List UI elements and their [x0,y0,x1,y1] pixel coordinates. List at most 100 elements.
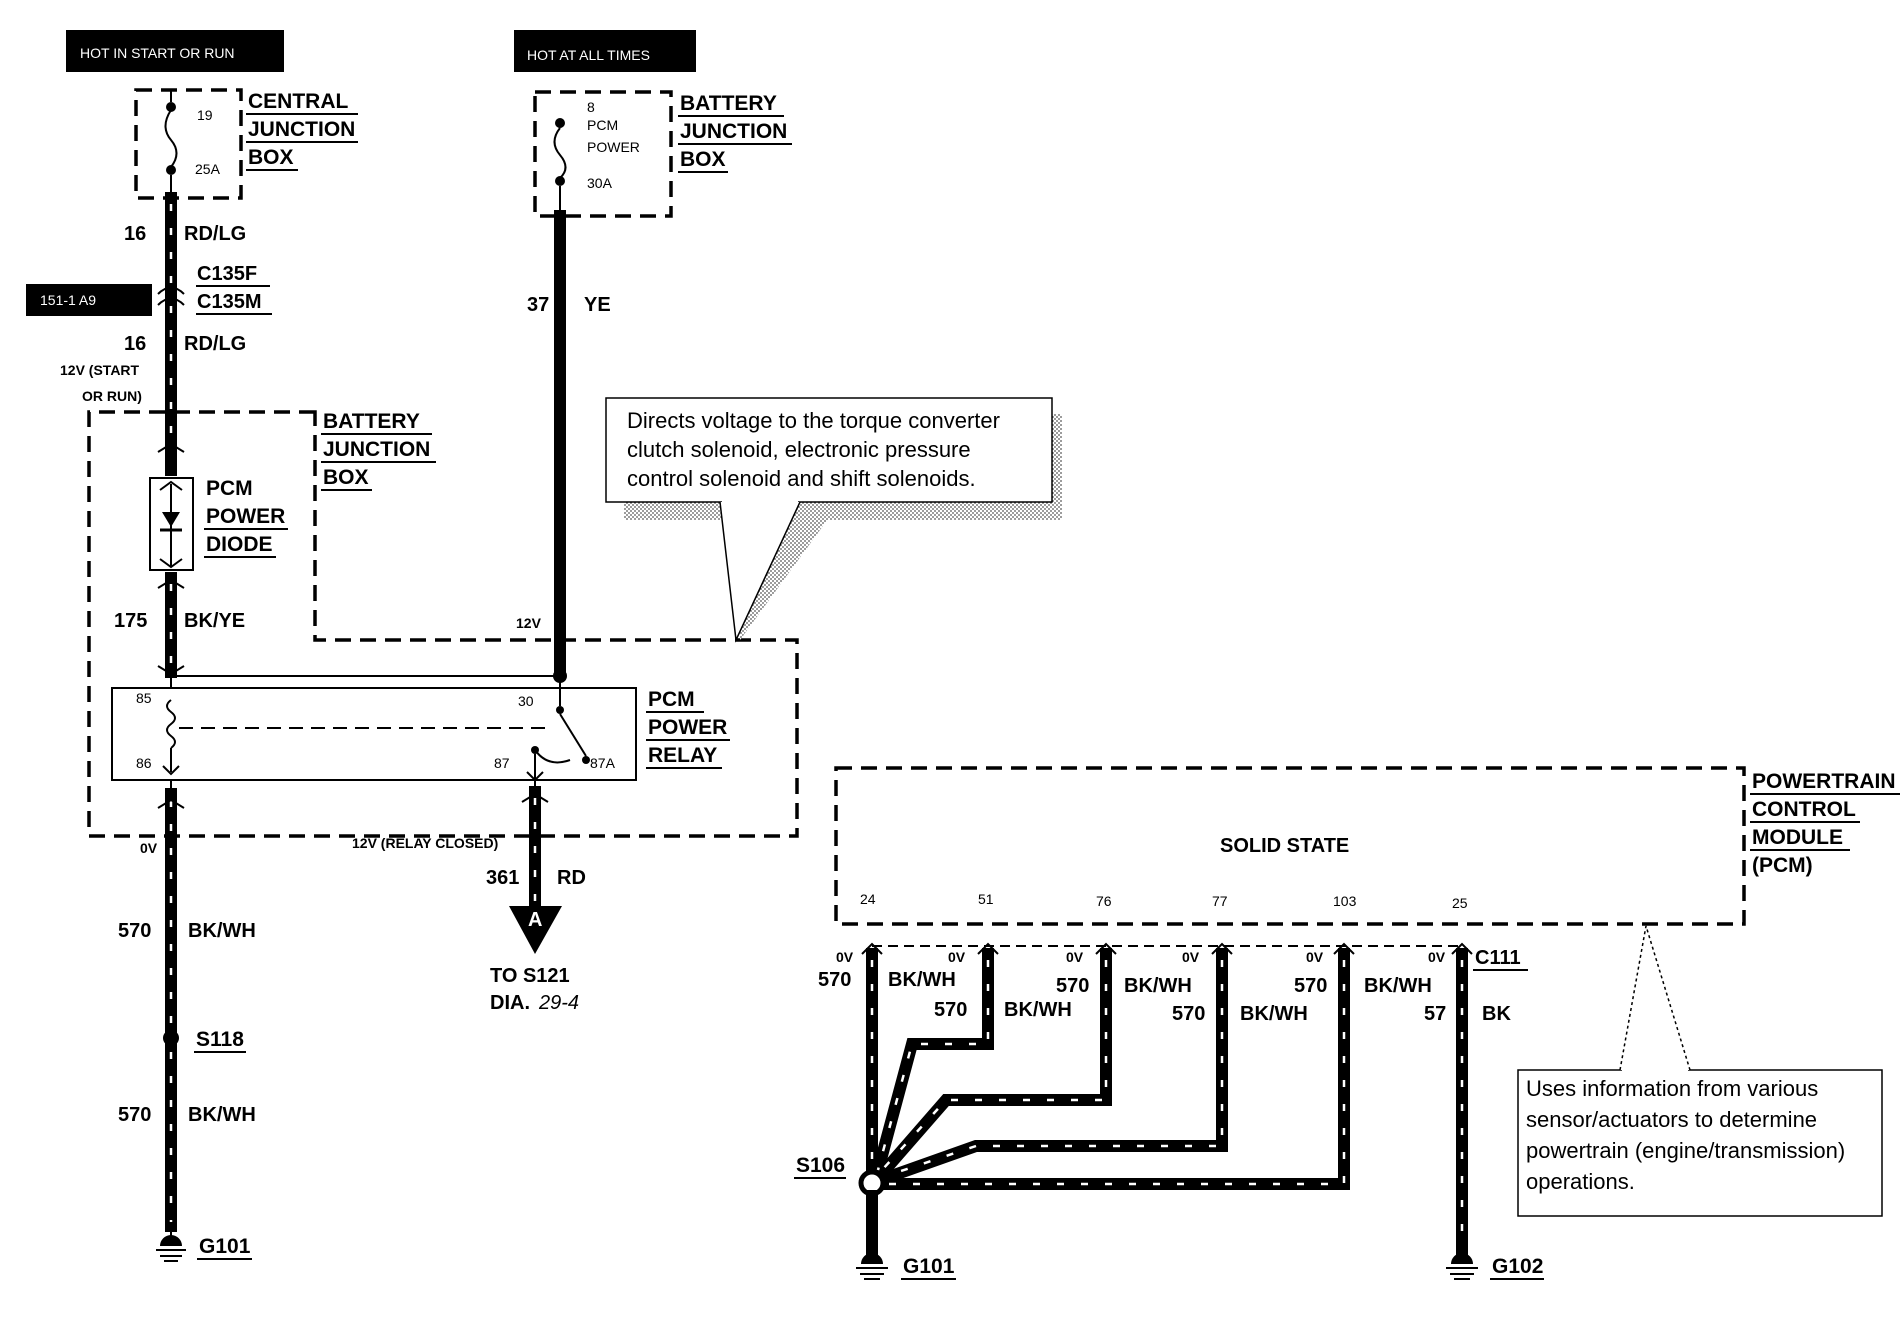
fuse-19-number: 19 [197,107,213,123]
fuse-19-rating: 25A [195,161,221,177]
splice-s106-label: S106 [796,1154,845,1177]
central-junction-box: 19 25A CENTRAL JUNCTION BOX [134,88,358,200]
header-hot-start-run-text: HOT IN START OR RUN [80,45,235,61]
diode-label-2: POWER [206,505,285,528]
pcm-label-3: MODULE [1752,826,1843,849]
ground-g101-right-icon [856,1250,888,1280]
pcm-pin-76: 76 [1096,893,1112,909]
pcm-wire-2-color: BK/WH [1004,999,1072,1021]
fuse-19-symbol [164,109,178,168]
pcm-wire-3-color: BK/WH [1124,975,1192,997]
wire-570b-circuit: 570 [118,1104,151,1126]
pcm-wire-6-color: BK [1482,1003,1511,1025]
pcm-wire-4-circuit: 570 [1172,1003,1205,1025]
pcm-power-diode-symbol [149,477,194,571]
pcm-pin-51: 51 [978,891,994,907]
fuse-8-rating: 30A [587,175,613,191]
battery-junction-box-label-1: BATTERY [680,92,777,115]
diode-label-3: DIODE [206,533,273,556]
bjb-relay-label-2: JUNCTION [323,438,430,461]
central-junction-box-label-1: CENTRAL [248,90,348,113]
pcm-wire-1-circuit: 570 [818,969,851,991]
wire-570a-color: BK/WH [188,920,256,942]
battery-junction-box-fuse: 8 PCM POWER 30A BATTERY JUNCTION BOX [533,90,792,218]
pcm-solid-state: SOLID STATE [1220,835,1349,857]
powertrain-control-module: SOLID STATE POWERTRAIN CONTROL MODULE (P… [794,766,1900,1280]
ground-g101-left-label: G101 [199,1235,251,1258]
pcm-pin-25: 25 [1452,895,1468,911]
pcm-wire-1-color: BK/WH [888,969,956,991]
pcm-note-line-3: powertrain (engine/transmission) [1526,1138,1845,1163]
diode-label-1: PCM [206,477,253,500]
fuse-8-name-2: POWER [587,139,640,155]
splice-s118-label: S118 [196,1028,244,1051]
relay-closed-label: 12V (RELAY CLOSED) [352,835,498,851]
ground-g101-left-icon [156,1226,186,1262]
reference-tag: 151-1 A9 [26,284,152,316]
header-hot-all-times: HOT AT ALL TIMES [514,30,696,72]
pcm-callout: Uses information from various sensor/act… [1517,925,1883,1217]
pcm-label-1: POWERTRAIN [1752,770,1896,793]
wire-16a-circuit: 16 [124,223,146,245]
header-hot-start-run: HOT IN START OR RUN [66,30,284,72]
bjb-relay-label-3: BOX [323,466,369,489]
relay-pin-87: 87 [494,755,510,771]
dia-ref: 29-4 [538,992,579,1014]
ov-left: 0V [140,840,158,856]
relay-callout: Directs voltage to the torque converter … [605,397,1062,643]
relay-note-line-3: control solenoid and shift solenoids. [627,466,976,491]
ground-g102-label: G102 [1492,1255,1543,1278]
ground-g101-right-label: G101 [903,1255,955,1278]
ground-g102-icon [1446,1250,1478,1280]
wire-175-circuit: 175 [114,610,147,632]
voltage-12v: 12V [516,615,542,631]
pcm-ov-77: 0V [1182,949,1200,965]
connector-a-arrow-icon [509,906,562,954]
battery-junction-box-label-3: BOX [680,148,726,171]
fuse-8-symbol [553,127,567,179]
connector-c135f [157,286,185,295]
pcm-wire-5-circuit: 570 [1294,975,1327,997]
wire-16a-color: RD/LG [184,223,246,245]
battery-junction-box-relay: BATTERY JUNCTION BOX PCM POWER DIODE 85 … [87,410,799,838]
wire-570a-circuit: 570 [118,920,151,942]
wire-37-circuit: 37 [527,294,549,316]
pcm-ov-25: 0V [1428,949,1446,965]
pcm-ov-24: 0V [836,949,854,965]
battery-junction-box-label-2: JUNCTION [680,120,787,143]
wire-37-color: YE [584,294,611,316]
pcm-wire-5-color: BK/WH [1364,975,1432,997]
pcm-ov-76: 0V [1066,949,1084,965]
pcm-wire-6-circuit: 57 [1424,1003,1446,1025]
c111-connector-marks [861,942,1473,955]
fuse-8-number: 8 [587,99,595,115]
wire-361-circuit: 361 [486,867,519,889]
relay-pin-30: 30 [518,693,534,709]
wire-16b-color: RD/LG [184,333,246,355]
pcm-wire-4-color: BK/WH [1240,1003,1308,1025]
pcm-power-relay-symbol [111,687,637,781]
pcm-note-line-4: operations. [1526,1169,1635,1194]
to-s121-label: TO S121 [490,965,570,987]
relay-label-3: RELAY [648,744,717,767]
c111-label: C111 [1475,947,1521,969]
pcm-pin-24: 24 [860,891,876,907]
pcm-pin-103: 103 [1333,893,1357,909]
relay-pin-85: 85 [136,690,152,706]
central-junction-box-label-2: JUNCTION [248,118,355,141]
relay-note-line-2: clutch solenoid, electronic pressure [627,437,971,462]
pcm-pin-77: 77 [1212,893,1228,909]
middle-circuit: 37 YE 12V 12V (RELAY CLOSED) 361 RD A TO… [352,210,611,1014]
wire-570b-color: BK/WH [188,1104,256,1126]
pcm-wire-2-circuit: 570 [934,999,967,1021]
wire-361-color: RD [557,867,586,889]
wire-175-color: BK/YE [184,610,245,632]
pcm-note-line-2: sensor/actuators to determine [1526,1107,1817,1132]
pcm-note-line-1: Uses information from various [1526,1076,1818,1101]
pcm-wire-3-circuit: 570 [1056,975,1089,997]
reference-tag-text: 151-1 A9 [40,292,96,308]
header-hot-all-times-text: HOT AT ALL TIMES [527,47,650,63]
pcm-ov-103: 0V [1306,949,1324,965]
central-junction-box-label-3: BOX [248,146,294,169]
